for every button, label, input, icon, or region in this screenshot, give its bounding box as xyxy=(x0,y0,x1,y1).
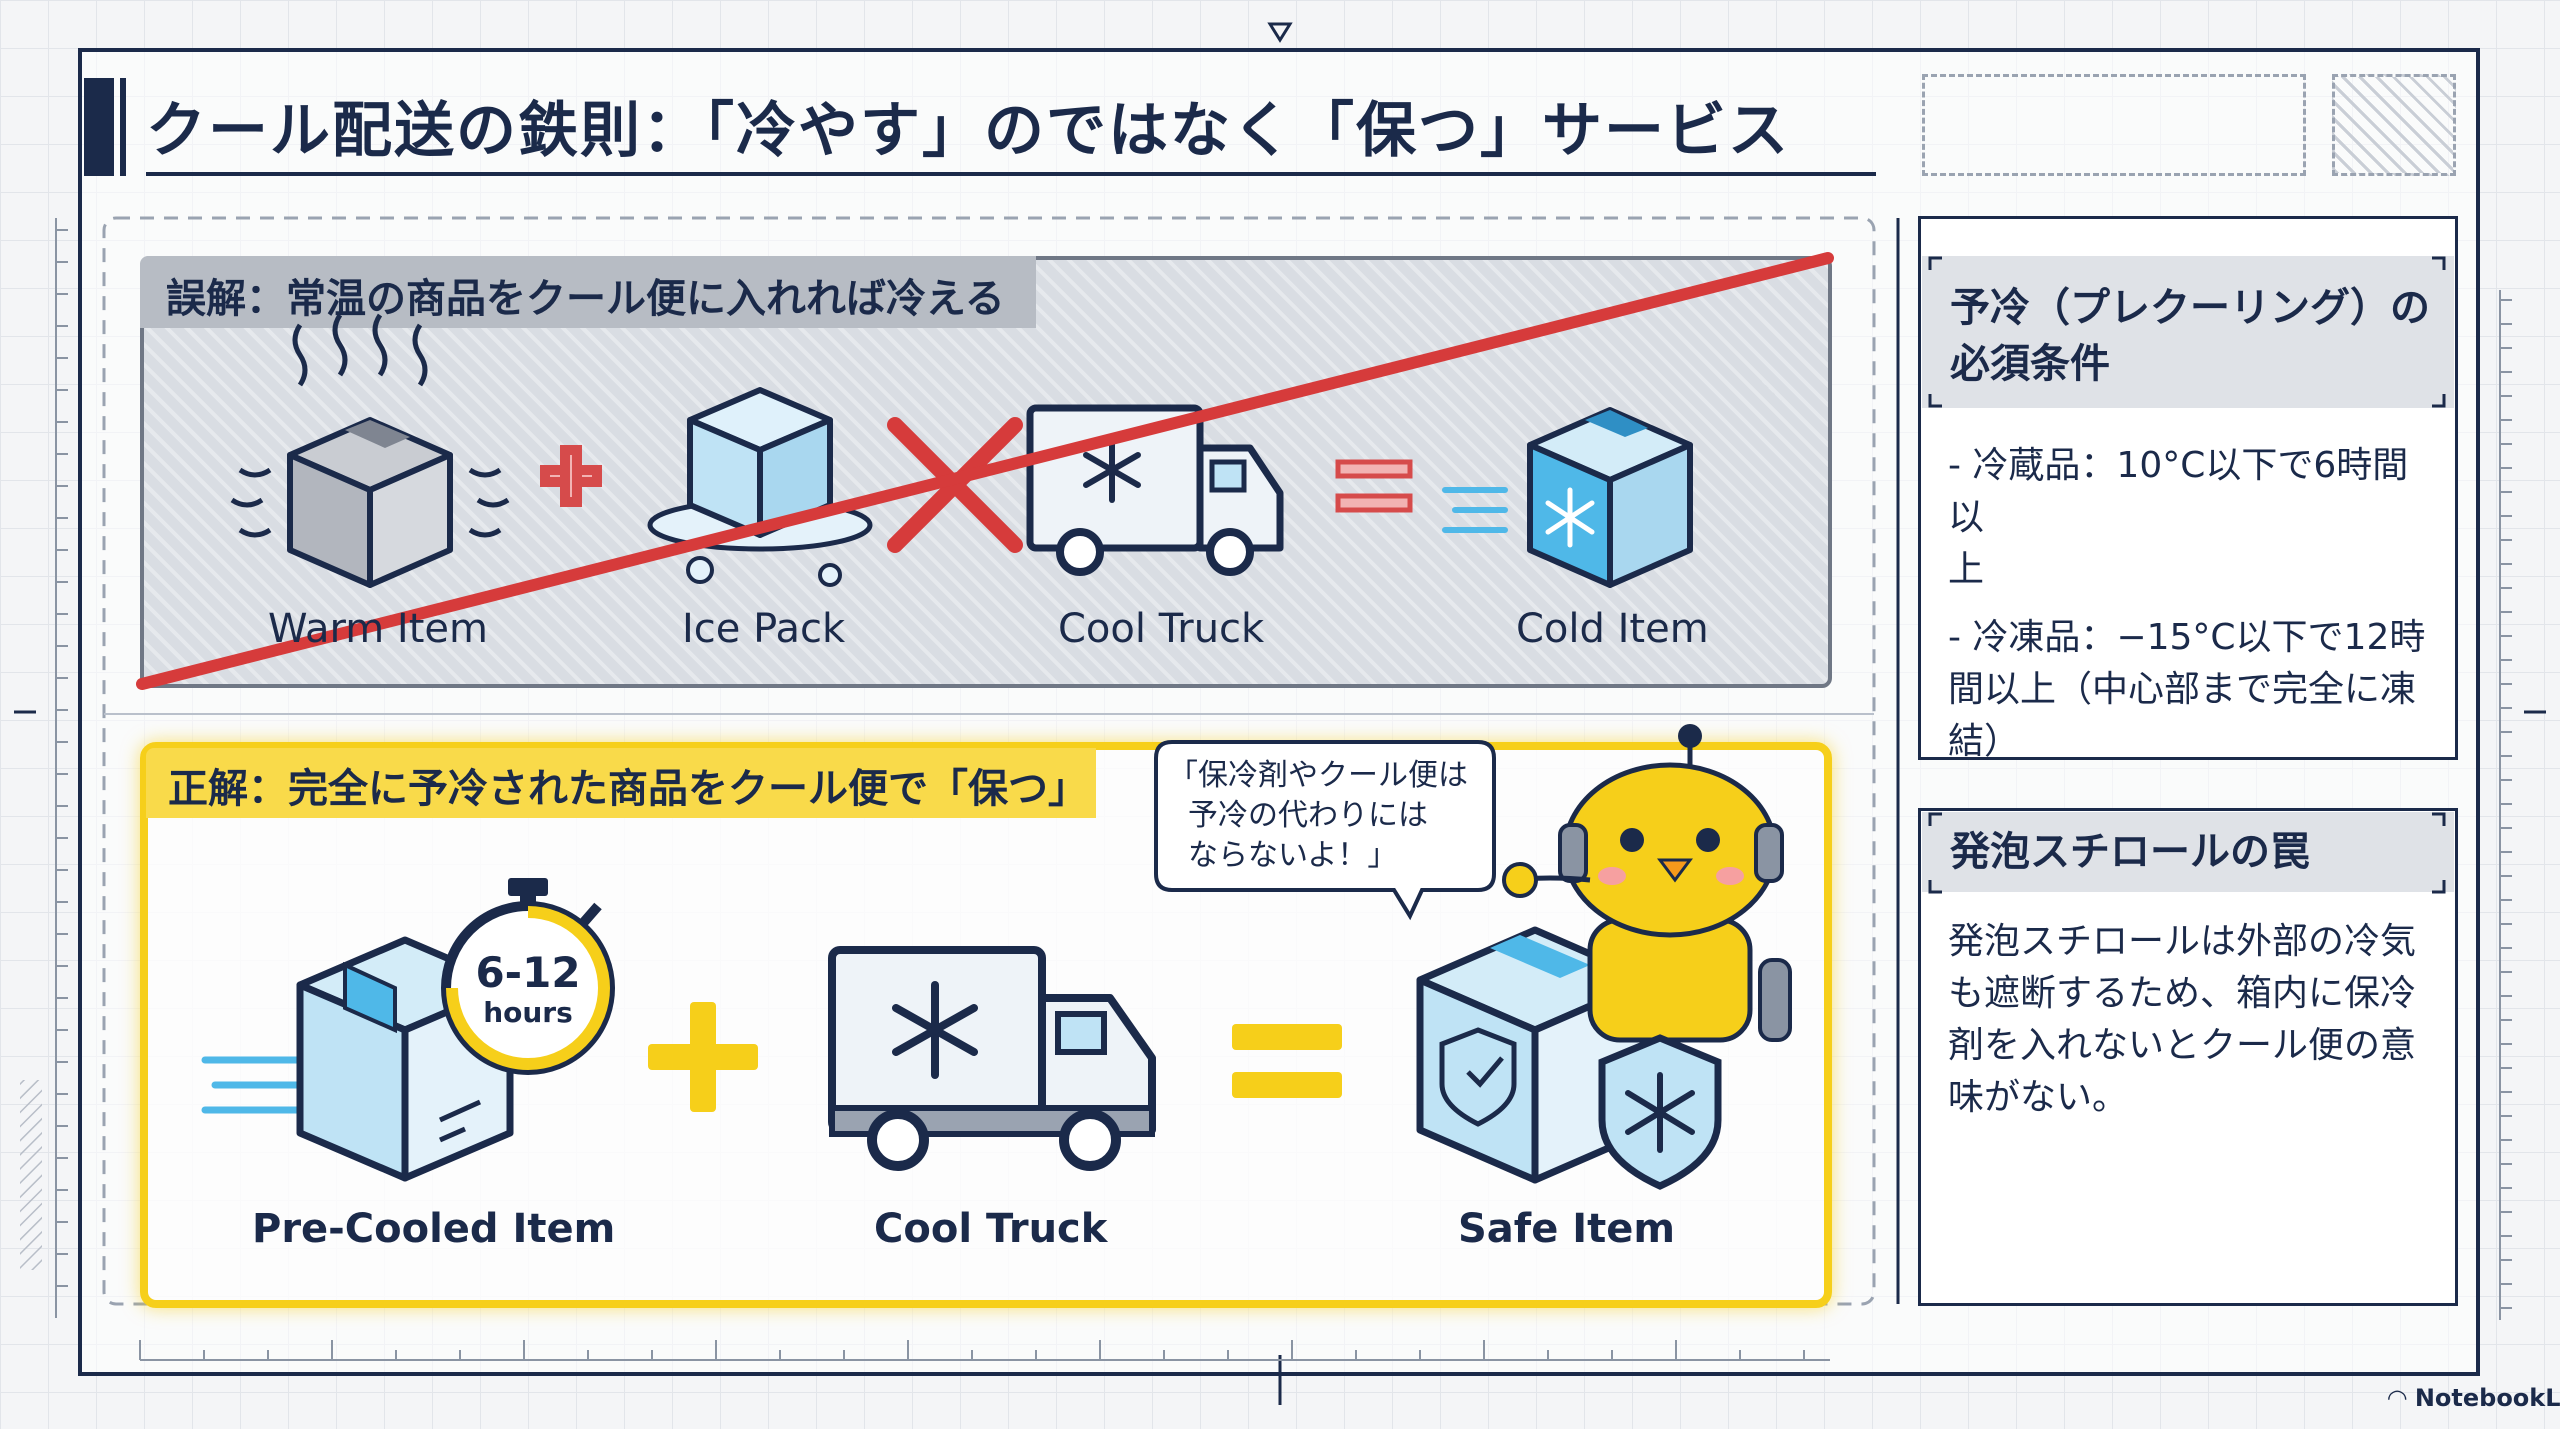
cool-truck-icon-correct xyxy=(828,946,1156,1171)
styrofoam-line: 発泡スチロールは外部の冷気 xyxy=(1948,921,2417,962)
bullet-frozen-line1: - 冷凍品：−15°C以下で12時 xyxy=(1948,617,2426,658)
brand-icon: ◠ xyxy=(2388,1384,2415,1412)
stopwatch-icon xyxy=(441,878,615,1075)
bullet-chilled-line2: 上 xyxy=(1948,549,1985,590)
cool-truck-label-wrong: Cool Truck xyxy=(1058,606,1265,652)
precooling-heading-line2: 必須条件 xyxy=(1950,341,2110,387)
warm-item-label: Warm Item xyxy=(268,606,488,652)
brand-logo: ◠ NotebookLM xyxy=(2388,1384,2560,1412)
precooling-heading-box: 予冷（プレクーリング）の 必須条件 xyxy=(1922,256,2454,408)
cold-item-label: Cold Item xyxy=(1516,606,1709,652)
yellow-plus-icon xyxy=(648,1002,758,1112)
plus-icon xyxy=(540,445,602,507)
title-underline xyxy=(146,172,1876,176)
page-title: クール配送の鉄則：「冷やす」のではなく「保つ」サービス xyxy=(146,96,1790,166)
precooled-item-label: Pre-Cooled Item xyxy=(252,1206,616,1252)
cool-truck-label-correct: Cool Truck xyxy=(874,1206,1108,1252)
precooling-bullets: - 冷蔵品：10°C以下で6時間以 上 - 冷凍品：−15°C以下で12時 間以… xyxy=(1948,440,2438,768)
cold-box-icon xyxy=(1442,407,1693,588)
snowflake-shield-icon xyxy=(1598,1034,1722,1190)
strike-through-line xyxy=(136,252,1834,690)
styrofoam-line: も遮断するため、箱内に保冷 xyxy=(1948,973,2417,1014)
speech-bubble-line: ならないよ！」 xyxy=(1188,838,1398,873)
speech-bubble-line: 「保冷剤やクール便は xyxy=(1168,758,1468,793)
warm-box-icon xyxy=(230,313,510,588)
misconception-label: 誤解：常温の商品をクール便に入れれば冷える xyxy=(140,256,1036,328)
safe-item-label: Safe Item xyxy=(1458,1206,1676,1252)
styrofoam-body: 発泡スチロールは外部の冷気 も遮断するため、箱内に保冷 剤を入れないとクール便の… xyxy=(1948,916,2438,1124)
title-accent-bar xyxy=(84,78,114,176)
styrofoam-line: 剤を入れないとクール便の意 xyxy=(1948,1025,2417,1066)
stopwatch-unit: hours xyxy=(483,996,573,1029)
correct-label-text: 正解：完全に予冷された商品をクール便で「保つ」 xyxy=(168,766,1088,812)
bullet-frozen-line2: 間以上（中心部まで完全に凍 xyxy=(1948,669,2417,710)
speech-bubble-line: 予冷の代わりには xyxy=(1188,798,1428,833)
cross-mark-icon xyxy=(887,417,1023,553)
equals-icon xyxy=(1335,459,1413,513)
yellow-equals-icon xyxy=(1232,1024,1342,1098)
speech-bubble-text: 「保冷剤やクール便は 予冷の代わりには ならないよ！」 xyxy=(1168,756,1468,876)
speech-bubble xyxy=(1154,740,1496,921)
brand-name: NotebookLM xyxy=(2414,1384,2560,1412)
ice-pack-label: Ice Pack xyxy=(682,606,846,652)
stopwatch-value: 6-12 xyxy=(475,948,581,997)
placeholder-box xyxy=(1922,74,2306,176)
correct-label: 正解：完全に予冷された商品をクール便で「保つ」 xyxy=(146,748,1096,818)
chick-robot-mascot-icon xyxy=(1502,724,1792,1043)
styrofoam-heading-box: 発泡スチロールの罠 xyxy=(1922,812,2454,892)
precooling-heading-line1: 予冷（プレクーリング）の xyxy=(1950,285,2430,331)
styrofoam-heading: 発泡スチロールの罠 xyxy=(1950,829,2310,875)
styrofoam-line: 味がない。 xyxy=(1948,1077,2129,1118)
bullet-frozen-line3: 結） xyxy=(1948,721,2021,762)
title-accent-line xyxy=(120,78,126,176)
bullet-chilled-line1: - 冷蔵品：10°C以下で6時間以 xyxy=(1948,445,2409,538)
placeholder-hatched-box xyxy=(2332,74,2456,176)
cool-truck-icon xyxy=(1026,404,1284,576)
misconception-label-text: 誤解：常温の商品をクール便に入れれば冷える xyxy=(166,276,1005,322)
